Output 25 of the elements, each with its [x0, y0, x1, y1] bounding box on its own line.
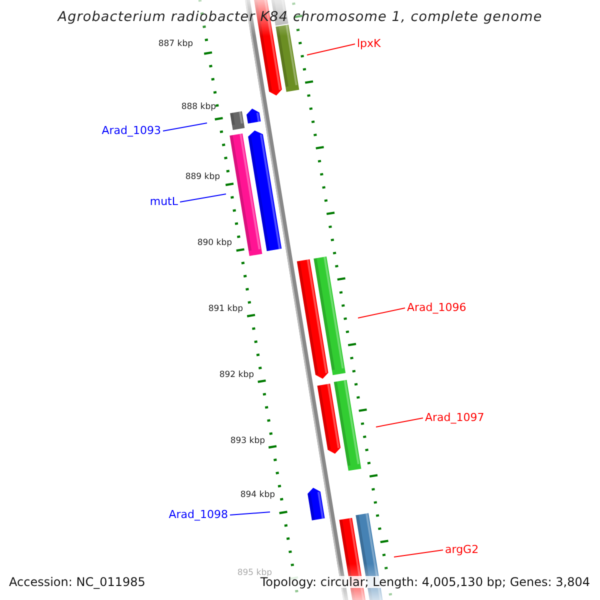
gene-label: mutL: [150, 196, 178, 207]
scale-label: 895 kbp: [237, 569, 272, 578]
scale-label: 894 kbp: [240, 491, 275, 500]
accession-text: Accession: NC_011985: [9, 576, 146, 588]
gene-label: Arad_1097: [425, 412, 484, 423]
leader-line: [358, 308, 406, 318]
leader-line: [230, 512, 270, 516]
scale-label: 890 kbp: [197, 239, 232, 248]
diagram-title: Agrobacterium radiobacter K84 chromosome 1, complete genome: [56, 11, 544, 24]
scale-label: 892 kbp: [219, 371, 254, 380]
scale-label: 888 kbp: [181, 103, 216, 112]
gene-label: lpxK: [357, 38, 381, 49]
scale-label: 891 kbp: [208, 305, 243, 314]
gene-label: argG2: [445, 544, 479, 555]
scale-label: 887 kbp: [158, 40, 193, 48]
gene-label: Arad_1098: [168, 509, 228, 520]
leader-line: [394, 550, 444, 558]
leader-line: [180, 194, 226, 202]
leader-line: [162, 122, 208, 132]
leader-line: [306, 44, 356, 56]
scale-label: 889 kbp: [185, 173, 220, 182]
gene-label: Arad_1096: [407, 302, 466, 313]
scale-label: 893 kbp: [230, 437, 265, 446]
gene-label: Arad_1093: [102, 125, 161, 136]
leader-line: [376, 418, 424, 428]
